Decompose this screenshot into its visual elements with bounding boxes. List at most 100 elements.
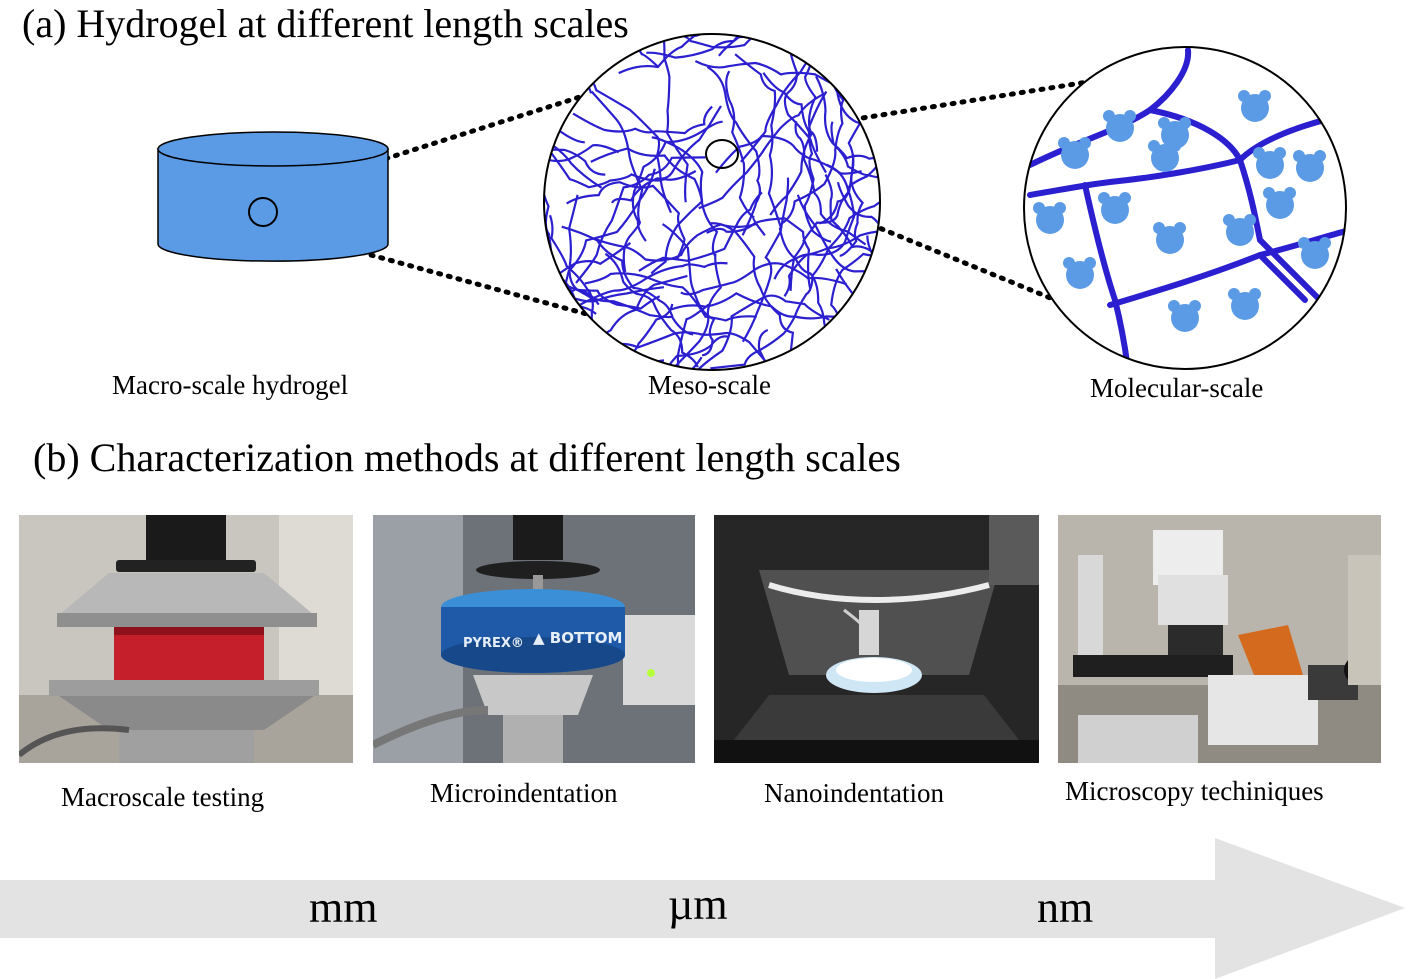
fiber — [604, 252, 699, 368]
label-meso-scale: Meso-scale — [648, 370, 771, 400]
molecule-particle — [1153, 222, 1186, 254]
fiber — [544, 148, 606, 206]
fiber — [544, 47, 555, 97]
fiber — [544, 66, 603, 189]
section-b-title: (b) Characterization methods at differen… — [33, 435, 901, 480]
fiber — [783, 194, 880, 297]
fiber — [544, 34, 561, 47]
fiber — [643, 253, 722, 370]
photo-microscopy — [1058, 515, 1381, 763]
fiber — [680, 262, 847, 296]
fiber — [673, 34, 779, 49]
fiber — [544, 359, 665, 370]
fiber — [648, 335, 730, 370]
fiber — [618, 34, 721, 75]
molecule-particle — [1293, 150, 1326, 182]
fiber — [698, 92, 826, 210]
molecule-particle — [1103, 110, 1136, 142]
fiber — [706, 217, 812, 289]
label-macro-scale: Macro-scale hydrogel — [112, 370, 349, 400]
fiber — [782, 81, 845, 224]
fiber — [866, 235, 880, 299]
fiber — [741, 177, 790, 343]
fiber — [544, 34, 638, 37]
fiber — [670, 292, 860, 320]
molecule-particle — [1263, 187, 1296, 219]
hydrogel-scales-diagram — [157, 33, 1347, 371]
fiber — [582, 69, 673, 214]
fiber — [734, 53, 783, 229]
molecule-particle — [1238, 90, 1271, 122]
fiber — [830, 248, 880, 336]
fiber — [611, 105, 722, 204]
fiber — [590, 90, 644, 273]
molecule-particle — [1098, 192, 1131, 224]
molecule-particle — [1223, 214, 1256, 246]
scale-label-um: µm — [668, 880, 728, 929]
zoom-line-lower-1 — [262, 223, 648, 333]
fiber — [638, 191, 763, 272]
molecule-particle — [1253, 147, 1286, 179]
scale-label-mm: mm — [309, 883, 378, 932]
dish-label-pyrex: PYREX® — [463, 636, 524, 651]
fiber — [804, 34, 856, 152]
section-a-title: (a) Hydrogel at different length scales — [22, 1, 629, 46]
fiber — [544, 34, 565, 115]
fiber — [549, 34, 650, 42]
fiber — [866, 34, 880, 112]
caption-microindentation: Microindentation — [430, 778, 618, 808]
fiber — [544, 34, 593, 94]
fiber — [794, 120, 867, 246]
fiber — [815, 75, 880, 160]
fiber — [662, 35, 689, 203]
fiber — [832, 39, 880, 96]
scale-label-nm: nm — [1037, 883, 1094, 932]
fiber — [544, 288, 594, 370]
photo-microindentation: PYREX® ▲ BOTTOM — [373, 515, 695, 763]
fiber — [616, 331, 772, 369]
fiber — [762, 72, 813, 216]
fiber — [725, 70, 766, 236]
fiber — [836, 181, 880, 293]
molecule-particle — [1298, 237, 1331, 269]
fiber — [544, 354, 638, 370]
molecule-particle — [1158, 117, 1191, 149]
fiber — [789, 154, 855, 291]
molecule-particle — [1148, 140, 1181, 172]
fiber — [575, 156, 706, 284]
fiber — [584, 272, 757, 322]
fiber — [566, 181, 686, 260]
fiber — [572, 105, 713, 135]
fiber — [740, 34, 824, 163]
zoom-circle-macro — [248, 197, 278, 227]
label-molecular-scale: Molecular-scale — [1090, 373, 1264, 403]
photo-macroscale-testing — [19, 515, 353, 763]
fiber — [830, 49, 880, 91]
fiber — [544, 34, 659, 67]
dish-label-bottom: ▲ BOTTOM — [533, 629, 622, 647]
fiber — [818, 79, 880, 225]
fiber — [796, 194, 880, 288]
fiber — [676, 303, 745, 370]
photo-nanoindentation — [714, 515, 1039, 763]
fiber — [839, 114, 867, 257]
zoom-circle-meso — [705, 139, 739, 169]
molecule-particle — [1058, 137, 1091, 169]
fiber — [631, 120, 723, 242]
molecule-particle — [1063, 257, 1096, 289]
caption-nanoindentation: Nanoindentation — [764, 778, 944, 808]
caption-microscopy: Microscopy techiniques — [1065, 776, 1324, 806]
fiber — [710, 274, 814, 370]
caption-macroscale-testing: Macroscale testing — [61, 782, 265, 812]
molecule-particle — [1168, 300, 1201, 332]
fiber — [590, 147, 719, 257]
molecular-network — [1023, 46, 1347, 370]
fiber — [661, 223, 716, 357]
molecule-particle — [1033, 202, 1066, 234]
fiber — [706, 65, 761, 236]
hydrogel-cylinder — [157, 131, 389, 262]
fiber — [824, 173, 880, 293]
length-scale-arrow — [0, 838, 1405, 979]
fiber — [421, 198, 541, 268]
fiber — [830, 121, 880, 219]
